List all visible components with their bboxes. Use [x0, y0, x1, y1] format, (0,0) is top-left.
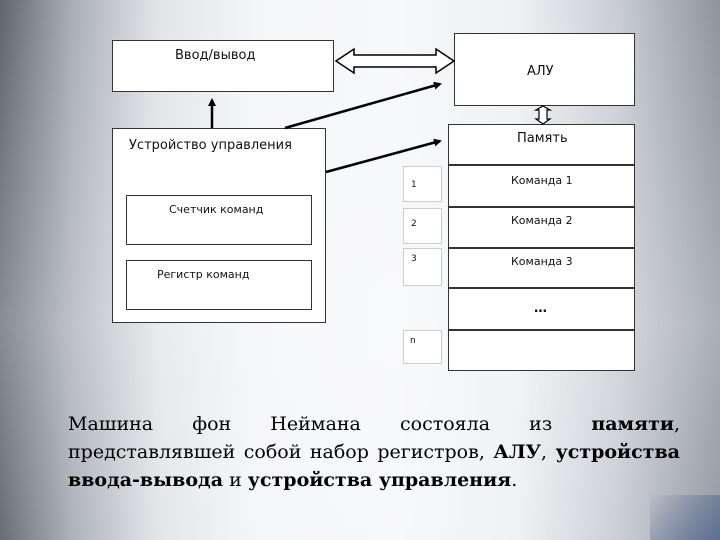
caption-bold: памяти: [591, 413, 674, 435]
cu-to-alu-arrow: [284, 81, 442, 130]
address-cell: 2: [403, 208, 442, 244]
control-unit-box: Устройство управления Счетчик команд Рег…: [112, 128, 326, 323]
io-alu-double-arrow: [334, 47, 456, 75]
caption-part: и: [223, 469, 248, 491]
instruction-register-box: Регистр команд: [126, 260, 312, 310]
address-label: n: [410, 336, 416, 346]
instruction-register-label: Регистр команд: [157, 268, 250, 281]
alu-memory-double-arrow: [533, 105, 553, 125]
caption-bold: устройства ввода-вывода: [68, 441, 680, 491]
io-label: Ввод/вывод: [175, 48, 256, 63]
caption-bold: АЛУ: [493, 441, 542, 463]
io-box: Ввод/вывод: [112, 40, 334, 92]
control-unit-label: Устройство управления: [129, 138, 292, 153]
address-cell: 1: [403, 166, 442, 202]
address-cell: 3: [403, 248, 442, 286]
caption-part: .: [511, 469, 518, 491]
memory-cell-label: Команда 1: [511, 174, 573, 187]
address-label: 1: [411, 180, 417, 190]
memory-cell: Команда 3: [448, 248, 635, 288]
program-counter-box: Счетчик команд: [126, 195, 312, 245]
caption-part: , представлявшей собой набор регистров,: [68, 413, 680, 463]
corner-decoration: [650, 495, 720, 540]
memory-cell: Команда 2: [448, 207, 635, 248]
caption-part: Машина фон Неймана состояла из: [68, 413, 592, 435]
caption-bold: устройства управления: [247, 469, 512, 491]
caption-part: ,: [541, 441, 556, 463]
memory-header-box: Память: [448, 124, 635, 165]
alu-box: АЛУ: [454, 33, 635, 106]
address-label: 3: [411, 254, 417, 264]
memory-ellipsis: …: [534, 301, 547, 316]
program-counter-label: Счетчик команд: [169, 203, 264, 216]
memory-cell-label: Команда 2: [511, 214, 573, 227]
cu-to-memory-arrow: [325, 138, 442, 174]
address-cell: n: [403, 330, 442, 364]
memory-cell: [448, 330, 635, 371]
memory-cell: …: [448, 288, 635, 330]
memory-cell: Команда 1: [448, 165, 635, 207]
memory-label: Память: [517, 131, 568, 146]
memory-cell-label: Команда 3: [511, 255, 573, 268]
alu-label: АЛУ: [527, 64, 554, 79]
address-label: 2: [411, 219, 417, 229]
caption-text: Машина фон Неймана состояла из памяти, п…: [68, 410, 680, 494]
